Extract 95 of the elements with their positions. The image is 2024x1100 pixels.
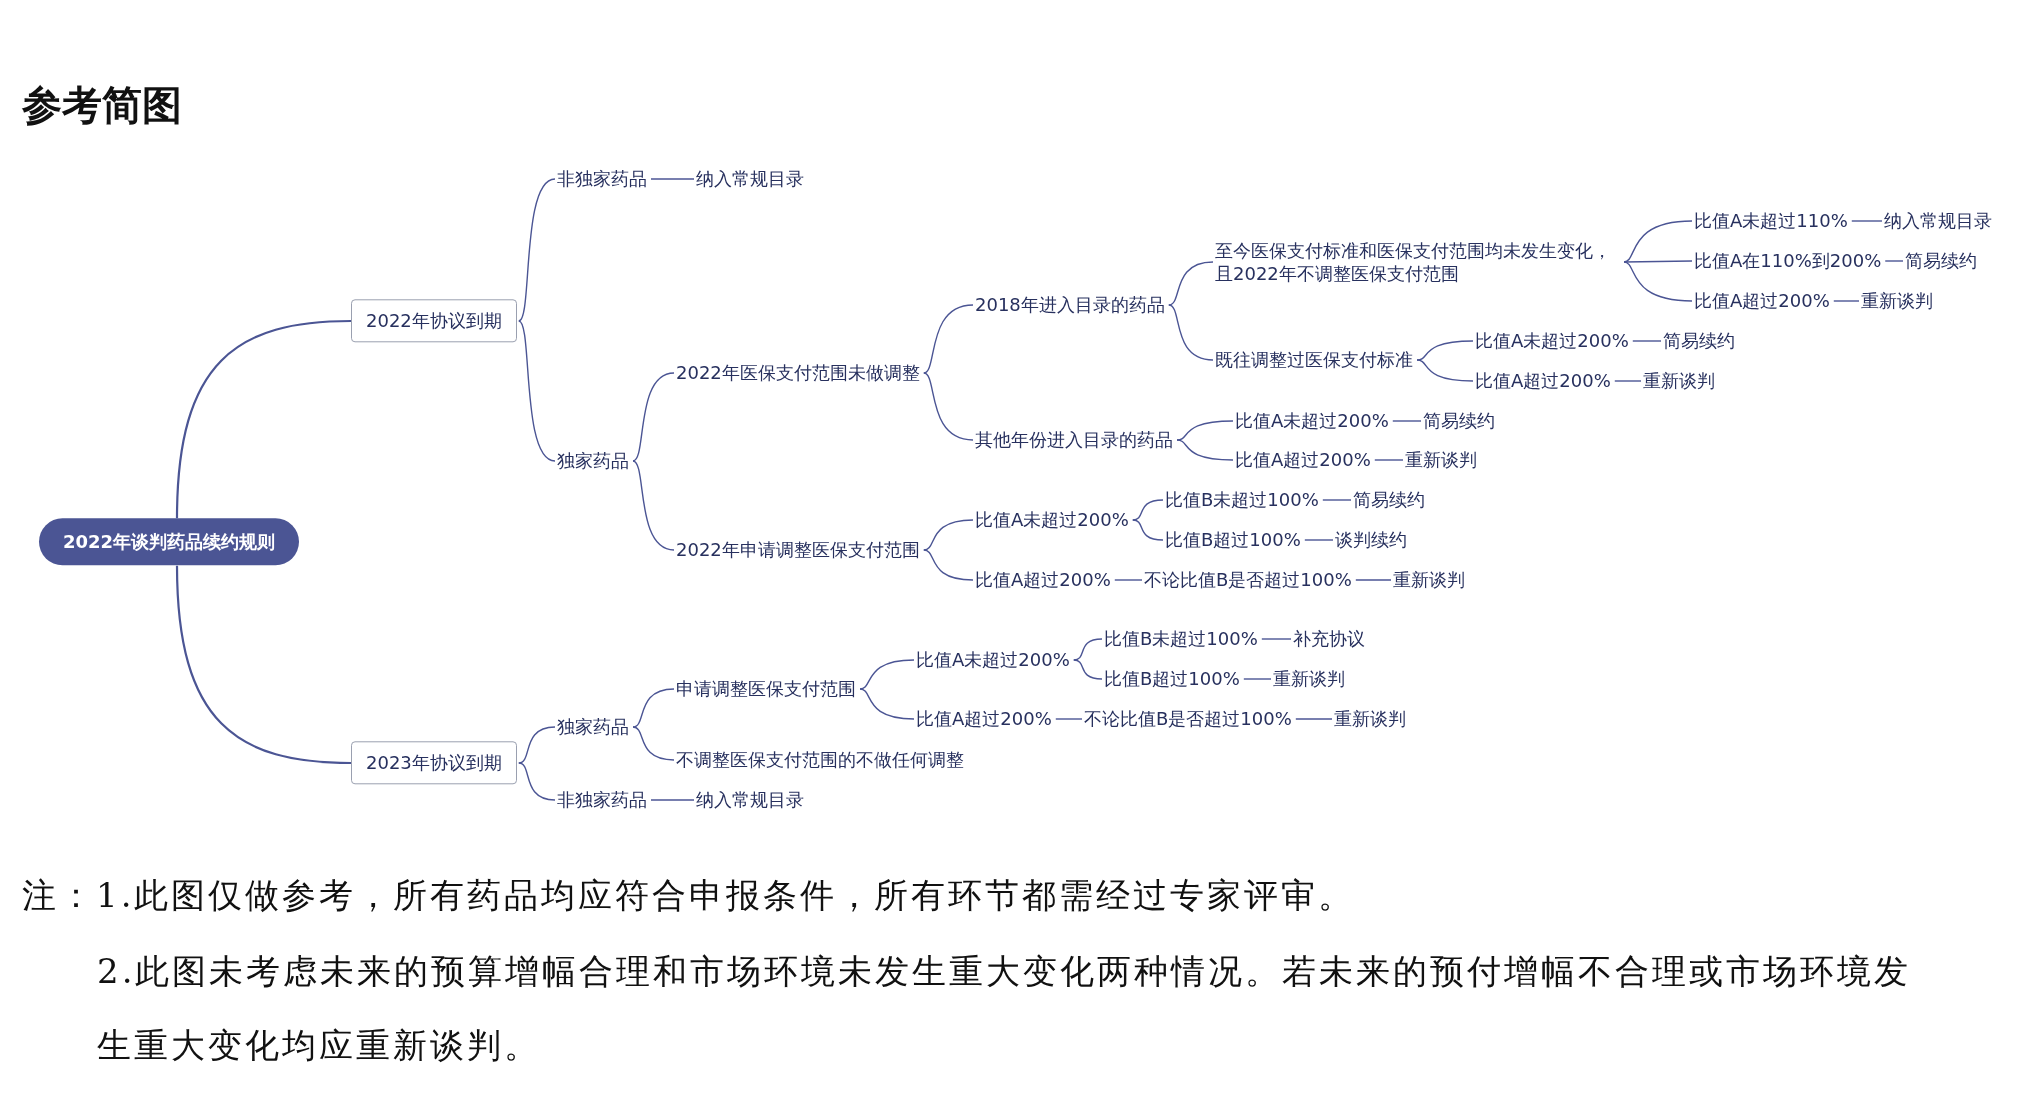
- topic-text: 比值A超过200%: [1233, 448, 1373, 472]
- diagram-title: 参考简图: [22, 81, 182, 130]
- branch-line: [1295, 718, 1333, 720]
- branch-line: [1416, 340, 1474, 361]
- branch-line: [1114, 579, 1143, 581]
- branch-line: [1168, 304, 1214, 361]
- branch-line: [1261, 638, 1292, 640]
- branch-line: [518, 726, 556, 764]
- branch-line: [1168, 261, 1214, 306]
- branch-topic-box: 2023年协议到期: [351, 741, 517, 785]
- topic-text: 比值A在110%到200%: [1692, 249, 1884, 273]
- branch-line: [1614, 380, 1642, 382]
- topic-text: 申请调整医保支付范围: [674, 677, 858, 701]
- branch-line: [632, 688, 675, 728]
- topic-text: 2022年医保支付范围未做调整: [674, 361, 922, 385]
- topic-text: 比值A超过200%: [1692, 289, 1832, 313]
- branch-line: [175, 319, 352, 519]
- topic-text: 纳入常规目录: [1882, 209, 1994, 233]
- branch-line: [923, 549, 974, 581]
- topic-text: 至今医保支付标准和医保支付范围均未发生变化，且2022年不调整医保支付范围: [1213, 238, 1622, 286]
- topic-text: 其他年份进入目录的药品: [973, 428, 1175, 452]
- branch-line: [650, 178, 695, 180]
- branch-line: [923, 372, 974, 441]
- branch-line: [518, 320, 556, 462]
- topic-text: 非独家药品: [555, 788, 649, 812]
- branch-line: [1632, 340, 1662, 342]
- branch-line: [632, 372, 675, 462]
- topic-text: 重新谈判: [1403, 448, 1479, 472]
- topic-text: 比值A未超过200%: [1473, 329, 1631, 353]
- topic-text: 比值A未超过200%: [973, 508, 1131, 532]
- branch-line: [518, 178, 556, 322]
- topic-text: 比值B未超过100%: [1102, 627, 1260, 651]
- branch-line: [1623, 260, 1693, 263]
- topic-text: 谈判续约: [1333, 528, 1409, 552]
- branch-topic-box: 2022年协议到期: [351, 299, 517, 343]
- branch-line: [1132, 519, 1164, 541]
- topic-text: 简易续约: [1351, 488, 1427, 512]
- topic-text: 独家药品: [555, 715, 631, 739]
- topic-text: 简易续约: [1903, 249, 1979, 273]
- topic-text: 非独家药品: [555, 167, 649, 191]
- branch-line: [1833, 300, 1860, 302]
- topic-text: 独家药品: [555, 449, 631, 473]
- note-text: 2.此图未考虑未来的预算增幅合理和市场环境未发生重大变化两种情况。若未来的预付增幅不合理或市场环境发生重大变化均应重新谈判。: [97, 950, 1913, 1067]
- topic-text: 重新谈判: [1859, 289, 1935, 313]
- branch-line: [1392, 420, 1422, 422]
- branch-line: [1132, 499, 1164, 521]
- branch-line: [632, 460, 675, 551]
- topic-text: 比值B超过100%: [1102, 667, 1242, 691]
- branch-line: [1073, 638, 1103, 661]
- branch-line: [1055, 718, 1083, 720]
- topic-text: 重新谈判: [1271, 667, 1347, 691]
- topic-text: 比值A超过200%: [1473, 369, 1613, 393]
- branch-line: [1355, 579, 1392, 581]
- topic-text: 比值A未超过200%: [1233, 409, 1391, 433]
- topic-text: 比值A未超过200%: [914, 648, 1072, 672]
- branch-line: [859, 659, 915, 690]
- branch-line: [632, 726, 675, 761]
- topic-text: 重新谈判: [1332, 707, 1408, 731]
- topic-text: 比值B超过100%: [1163, 528, 1303, 552]
- branch-line: [175, 565, 352, 765]
- branch-line: [1322, 499, 1352, 501]
- topic-text: 纳入常规目录: [694, 788, 806, 812]
- branch-line: [518, 762, 556, 801]
- branch-line: [1851, 220, 1883, 222]
- topic-text: 既往调整过医保支付标准: [1213, 348, 1415, 372]
- branch-line: [1176, 420, 1234, 441]
- branch-line: [1243, 678, 1272, 680]
- branch-line: [923, 519, 974, 551]
- topic-text: 不调整医保支付范围的不做任何调整: [674, 748, 966, 772]
- topic-text: 简易续约: [1421, 409, 1497, 433]
- topic-text: 比值A超过200%: [914, 707, 1054, 731]
- branch-line: [1304, 539, 1334, 541]
- topic-text: 不论比值B是否超过100%: [1082, 707, 1294, 731]
- branch-line: [1623, 261, 1693, 302]
- branch-line: [1374, 459, 1404, 461]
- topic-text: 2022年申请调整医保支付范围: [674, 538, 922, 562]
- note-text: 注：1.此图仅做参考，所有药品均应符合申报条件，所有环节都需经过专家评审。: [22, 874, 1357, 917]
- branch-line: [1884, 260, 1904, 262]
- topic-text: 简易续约: [1661, 329, 1737, 353]
- branch-line: [859, 688, 915, 720]
- topic-text: 2018年进入目录的药品: [973, 293, 1167, 317]
- branch-line: [1073, 659, 1103, 680]
- central-topic: 2022年谈判药品续约规则: [39, 518, 300, 566]
- branch-line: [650, 799, 695, 801]
- topic-text: 比值A未超过110%: [1692, 209, 1850, 233]
- branch-line: [1416, 359, 1474, 382]
- topic-text: 纳入常规目录: [694, 167, 806, 191]
- topic-text: 不论比值B是否超过100%: [1142, 568, 1354, 592]
- topic-text: 比值A超过200%: [973, 568, 1113, 592]
- branch-line: [923, 304, 974, 374]
- branch-line: [1176, 439, 1234, 461]
- topic-text: 重新谈判: [1641, 369, 1717, 393]
- topic-text: 重新谈判: [1391, 568, 1467, 592]
- topic-text: 补充协议: [1291, 627, 1367, 651]
- topic-text: 比值B未超过100%: [1163, 488, 1321, 512]
